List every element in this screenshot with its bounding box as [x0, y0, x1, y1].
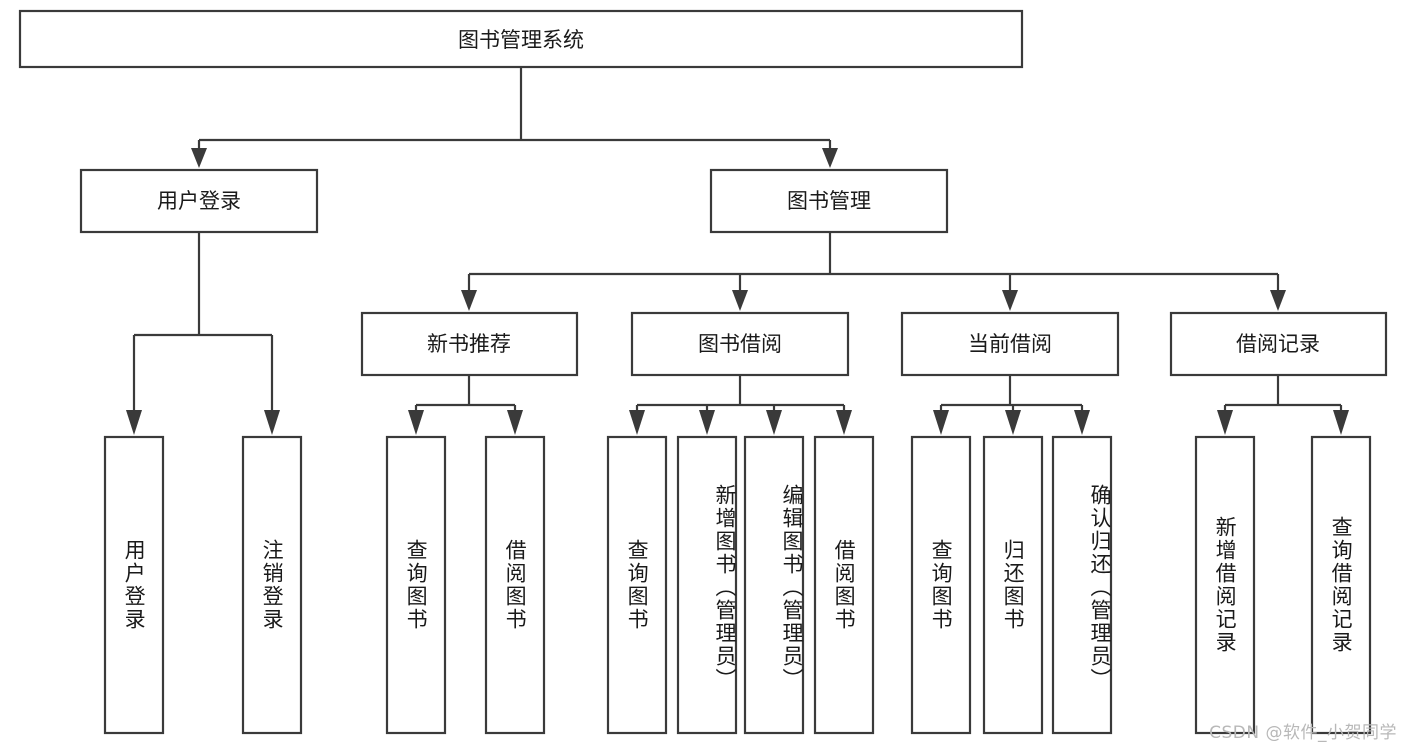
- arrow-head-icon: [933, 410, 949, 435]
- arrow-head-icon: [1270, 290, 1286, 311]
- node-current-borrow[interactable]: 当前借阅: [900, 311, 1120, 377]
- leaf-label-user-login: 用户登录: [122, 539, 147, 631]
- arrow-head-icon: [126, 410, 142, 435]
- leaf-box-query-book-rec[interactable]: [385, 435, 447, 735]
- leaf-box-logout[interactable]: [241, 435, 303, 735]
- node-book-borrow-label: 图书借阅: [698, 332, 782, 356]
- leaf-label-query-book-borrow: 查询图书: [625, 539, 650, 631]
- edge-group-root: [191, 67, 838, 168]
- arrow-head-icon: [732, 290, 748, 311]
- arrow-head-icon: [1005, 410, 1021, 435]
- edge-group-records: [1217, 375, 1349, 435]
- node-root-label: 图书管理系统: [458, 28, 584, 52]
- node-book-management-box[interactable]: [709, 168, 949, 234]
- leaf-box-query-borrow-record[interactable]: [1310, 435, 1372, 735]
- arrow-head-icon: [1074, 410, 1090, 435]
- node-user-login-label: 用户登录: [157, 189, 241, 213]
- node-user-login[interactable]: 用户登录: [79, 168, 319, 234]
- leaf-label-borrow-book: 借阅图书: [832, 539, 857, 631]
- node-book-management-label: 图书管理: [787, 189, 871, 213]
- node-current-borrow-box[interactable]: [900, 311, 1120, 377]
- csdn-watermark: CSDN @软件_小贺同学: [1209, 723, 1397, 743]
- node-current-borrow-label: 当前借阅: [968, 332, 1052, 356]
- leaf-label-query-book-rec: 查询图书: [404, 539, 429, 631]
- node-borrow-records-box[interactable]: [1169, 311, 1388, 377]
- node-borrow-records[interactable]: 借阅记录: [1169, 311, 1388, 377]
- leaf-label-query-book-current: 查询图书: [929, 539, 954, 631]
- arrow-head-icon: [507, 410, 523, 435]
- leaf-label-logout: 注销登录: [260, 539, 285, 631]
- leaf-box-add-borrow-record[interactable]: [1194, 435, 1256, 735]
- leaf-box-group: [103, 435, 1372, 735]
- arrow-head-icon: [461, 290, 477, 311]
- arrow-head-icon: [1333, 410, 1349, 435]
- leaf-label-add-book-admin: 新增图书（管理员）: [713, 483, 737, 691]
- leaf-box-user-login[interactable]: [103, 435, 165, 735]
- leaf-box-borrow-book-rec[interactable]: [484, 435, 546, 735]
- node-root-box[interactable]: [18, 9, 1024, 69]
- arrow-head-icon: [1217, 410, 1233, 435]
- node-new-book-recommend-box[interactable]: [360, 311, 579, 377]
- node-new-book-recommend-label: 新书推荐: [427, 332, 511, 356]
- arrow-head-icon: [836, 410, 852, 435]
- node-book-borrow[interactable]: 图书借阅: [630, 311, 850, 377]
- leaf-box-query-book-borrow[interactable]: [606, 435, 668, 735]
- node-book-borrow-box[interactable]: [630, 311, 850, 377]
- node-new-book-recommend[interactable]: 新书推荐: [360, 311, 579, 377]
- leaf-box-query-book-current[interactable]: [910, 435, 972, 735]
- node-borrow-records-label: 借阅记录: [1236, 332, 1320, 356]
- arrow-head-icon: [766, 410, 782, 435]
- node-book-management[interactable]: 图书管理: [709, 168, 949, 234]
- leaf-label-edit-book-admin: 编辑图书（管理员）: [780, 483, 804, 691]
- arrow-head-icon: [1002, 290, 1018, 311]
- leaf-label-borrow-book-rec: 借阅图书: [503, 539, 528, 631]
- edge-group-borrow: [629, 375, 852, 435]
- leaf-box-borrow-book[interactable]: [813, 435, 875, 735]
- node-root[interactable]: 图书管理系统: [18, 9, 1024, 69]
- arrow-head-icon: [629, 410, 645, 435]
- leaf-box-confirm-return-admin[interactable]: [1051, 435, 1113, 735]
- edge-group-current: [933, 375, 1090, 435]
- leaf-box-return-book[interactable]: [982, 435, 1044, 735]
- leaf-box-add-book-admin[interactable]: [676, 435, 738, 735]
- arrow-head-icon: [822, 148, 838, 168]
- edge-group-bookmgmt: [461, 232, 1286, 311]
- leaf-label-confirm-return-admin: 确认归还（管理员）: [1088, 483, 1112, 691]
- edge-group-newbook: [408, 375, 523, 435]
- node-user-login-box[interactable]: [79, 168, 319, 234]
- leaf-label-query-borrow-record: 查询借阅记录: [1329, 516, 1354, 654]
- arrow-head-icon: [191, 148, 207, 168]
- arrow-head-icon: [699, 410, 715, 435]
- leaf-label-return-book: 归还图书: [1001, 539, 1026, 631]
- leaf-box-edit-book-admin[interactable]: [743, 435, 805, 735]
- arrow-head-icon: [408, 410, 424, 435]
- arrow-head-icon: [264, 410, 280, 435]
- leaf-label-add-borrow-record: 新增借阅记录: [1213, 516, 1238, 654]
- edge-group-login: [126, 232, 280, 435]
